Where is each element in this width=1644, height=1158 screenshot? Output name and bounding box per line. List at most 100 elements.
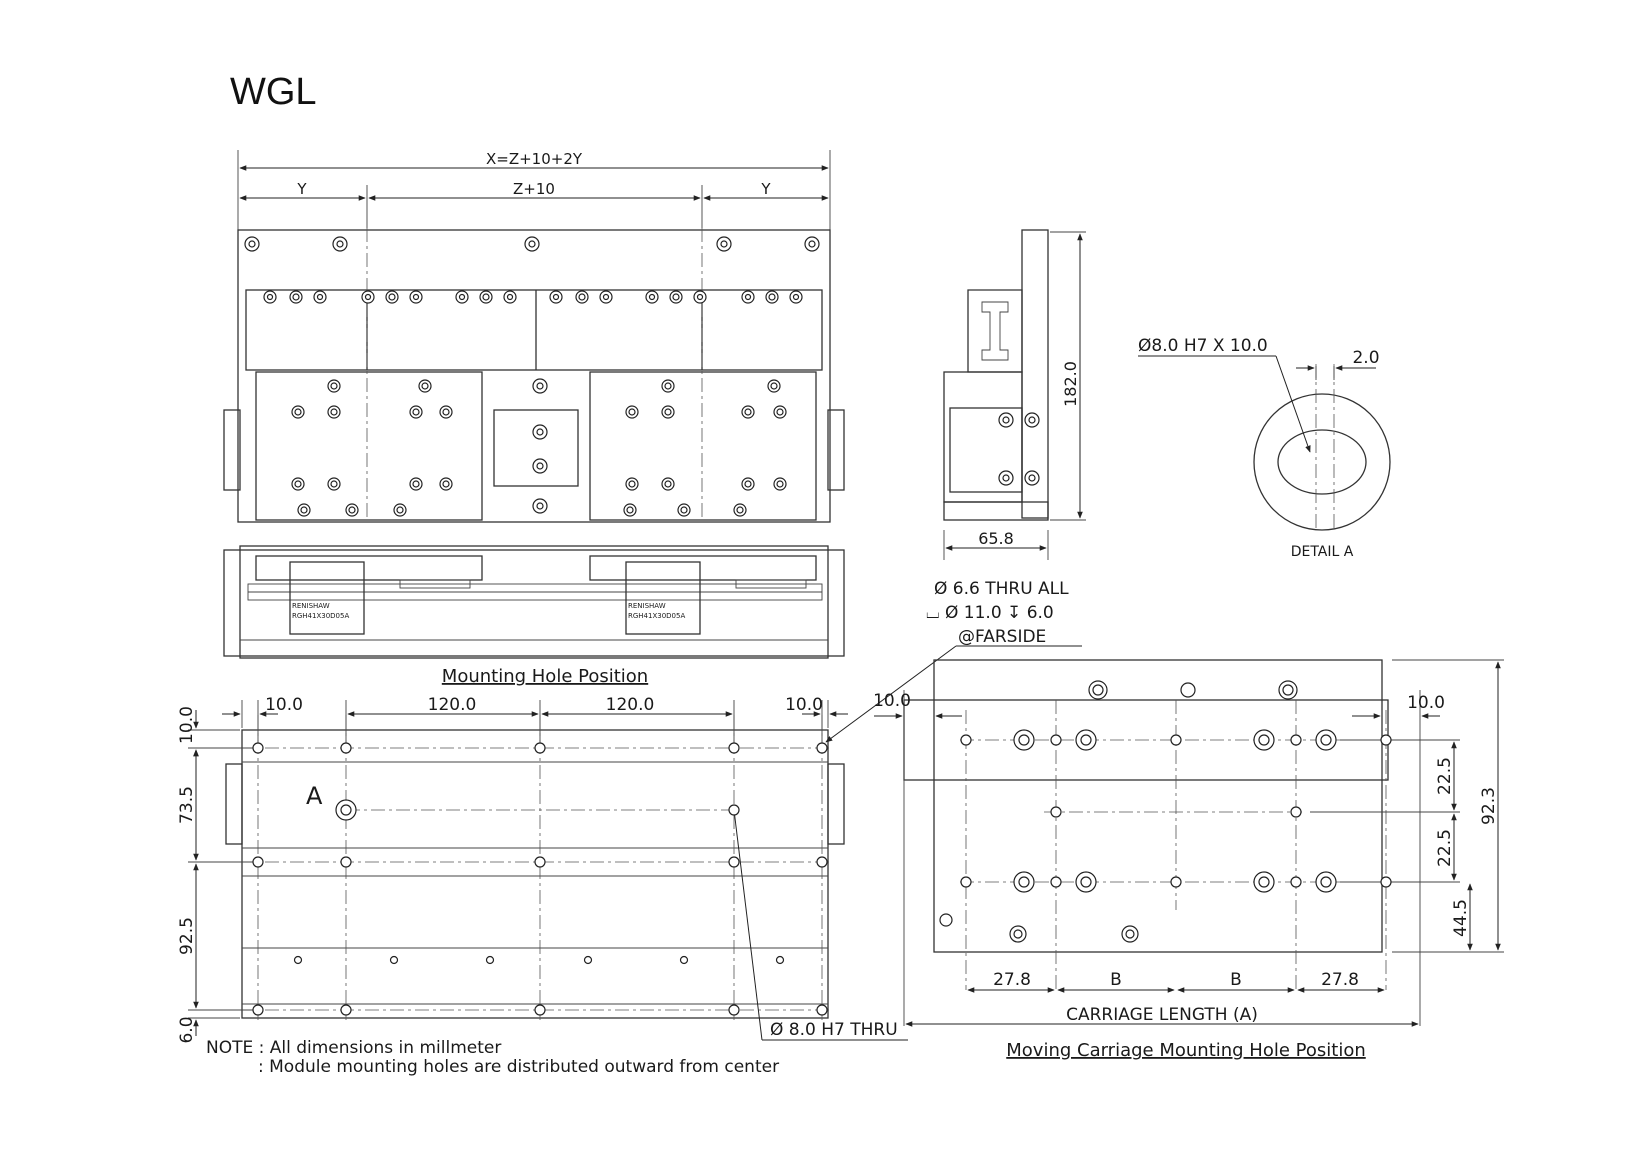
- side-height-dim: 182.0: [1061, 361, 1080, 407]
- hole-symbol-inner: [696, 293, 704, 301]
- hole-symbol: [1380, 734, 1392, 746]
- hole-symbol-inner: [628, 480, 636, 488]
- hole-symbol-inner: [776, 408, 784, 416]
- carriage-dim-b3: B: [1230, 970, 1242, 990]
- hole-symbol-inner: [340, 804, 352, 816]
- hole-symbol-inner: [536, 502, 544, 510]
- hole-symbol: [534, 856, 546, 868]
- hole-symbol-inner: [528, 240, 536, 248]
- hole-symbol: [1170, 876, 1182, 888]
- hole-symbol-inner: [770, 382, 778, 390]
- hole-symbol-inner: [294, 480, 302, 488]
- hole-symbol: [340, 856, 352, 868]
- front-view: RENISHAW RGH41X30D05A RENISHAW RGH41X30D…: [223, 545, 845, 659]
- encoder-part-2: RGH41X30D05A: [628, 612, 685, 620]
- carriage-plan: 10.0 10.0 27.8 B B 27.8 CARRIAGE LENGTH …: [873, 659, 1504, 1061]
- carriage-dim-b4: 27.8: [1321, 970, 1359, 990]
- detail-a: 2.0 Ø8.0 H7 X 10.0 DETAIL A: [1138, 336, 1391, 560]
- hole-symbol: [816, 856, 828, 868]
- counterbore-callout: Ø 6.6 THRU ALL ⌴ Ø 11.0 ↧ 6.0 @FARSIDE: [825, 579, 1082, 743]
- hole-symbol-inner: [266, 293, 274, 301]
- hole-symbol: [728, 742, 740, 754]
- hole-symbol-inner: [744, 408, 752, 416]
- side-view: 65.8 182.0: [943, 229, 1086, 560]
- carriage-dim-r1: 22.5: [1435, 757, 1455, 795]
- hole-symbol-inner: [316, 293, 324, 301]
- dim-left-3: 92.5: [177, 917, 197, 955]
- top-view: X=Z+10+2Y Y Z+10 Y: [223, 150, 845, 523]
- hole-symbol: [960, 734, 972, 746]
- hole-symbol-inner: [672, 293, 680, 301]
- hole-symbol: [1290, 876, 1302, 888]
- carriage-caption: Moving Carriage Mounting Hole Position: [1006, 1040, 1366, 1061]
- carriage-dim-b1: 27.8: [993, 970, 1031, 990]
- hole-symbol-inner: [442, 480, 450, 488]
- hole-symbol-inner: [1320, 734, 1332, 746]
- hole-symbol: [534, 742, 546, 754]
- hole-symbol-inner: [776, 480, 784, 488]
- hole-symbol-inner: [330, 408, 338, 416]
- hole-symbol-inner: [768, 293, 776, 301]
- hole-symbol-inner: [421, 382, 429, 390]
- hole-symbol-inner: [664, 408, 672, 416]
- hole-symbol: [1050, 806, 1062, 818]
- hole-symbol: [679, 955, 689, 965]
- hole-symbol-inner: [388, 293, 396, 301]
- encoder-label-2: RENISHAW: [628, 602, 666, 610]
- hole-symbol: [534, 1004, 546, 1016]
- note-line-1: NOTE : All dimensions in millmeter: [206, 1038, 501, 1058]
- hole-symbol-inner: [1125, 929, 1135, 939]
- encoder-label-1: RENISHAW: [292, 602, 330, 610]
- hole-symbol-inner: [736, 506, 744, 514]
- dim-left-1: 10.0: [177, 706, 197, 744]
- hole-symbol-inner: [458, 293, 466, 301]
- hole-symbol-inner: [1018, 876, 1030, 888]
- hole-symbol: [1290, 806, 1302, 818]
- hole-symbol-inner: [442, 408, 450, 416]
- hole-symbol-inner: [1320, 876, 1332, 888]
- hole-symbol-inner: [808, 240, 816, 248]
- hole-symbol: [728, 856, 740, 868]
- hole-symbol-inner: [628, 408, 636, 416]
- hole-symbol-inner: [1018, 734, 1030, 746]
- dim-top-3: 120.0: [606, 695, 655, 715]
- hole-symbol-inner: [348, 506, 356, 514]
- hole-symbol-inner: [396, 506, 404, 514]
- hole-symbol-inner: [506, 293, 514, 301]
- dim-left-4: 6.0: [177, 1016, 197, 1043]
- hole-symbol: [1050, 734, 1062, 746]
- hole-symbol-inner: [412, 293, 420, 301]
- hole-symbol-inner: [1002, 474, 1010, 482]
- hole-symbol: [728, 804, 740, 816]
- hole-symbol-inner: [330, 480, 338, 488]
- detail-offset-dim: 2.0: [1352, 348, 1379, 368]
- hole-symbol: [252, 1004, 264, 1016]
- hole-symbol: [340, 1004, 352, 1016]
- hole-symbol: [939, 913, 953, 927]
- hole-symbol-inner: [720, 240, 728, 248]
- hole-symbol-inner: [664, 382, 672, 390]
- hole-symbol-inner: [680, 506, 688, 514]
- mounting-hole-caption: Mounting Hole Position: [442, 666, 648, 687]
- hole-symbol-inner: [1002, 416, 1010, 424]
- hole-symbol-inner: [536, 428, 544, 436]
- hole-symbol-inner: [1028, 474, 1036, 482]
- pin-hole-callout: Ø 8.0 H7 THRU: [770, 1020, 898, 1040]
- hole-symbol: [1170, 734, 1182, 746]
- hole-symbol-inner: [648, 293, 656, 301]
- mounting-hole-plan: Mounting Hole Position 10.0 120.0: [177, 666, 908, 1044]
- dim-top-2: 120.0: [428, 695, 477, 715]
- hole-symbol: [816, 742, 828, 754]
- overall-length-dim: X=Z+10+2Y: [486, 150, 583, 168]
- hole-symbol: [1290, 734, 1302, 746]
- encoder-part-1: RGH41X30D05A: [292, 612, 349, 620]
- hole-symbol: [816, 1004, 828, 1016]
- hole-symbol-inner: [602, 293, 610, 301]
- drawing-title: WGL: [230, 71, 317, 113]
- carriage-overall-height: 92.3: [1479, 787, 1499, 825]
- hole-symbol-inner: [336, 240, 344, 248]
- hole-symbol-inner: [1092, 684, 1104, 696]
- dim-left-2: 73.5: [177, 786, 197, 824]
- dim-top-1: 10.0: [265, 695, 303, 715]
- end-length-dim-left: Y: [296, 180, 307, 198]
